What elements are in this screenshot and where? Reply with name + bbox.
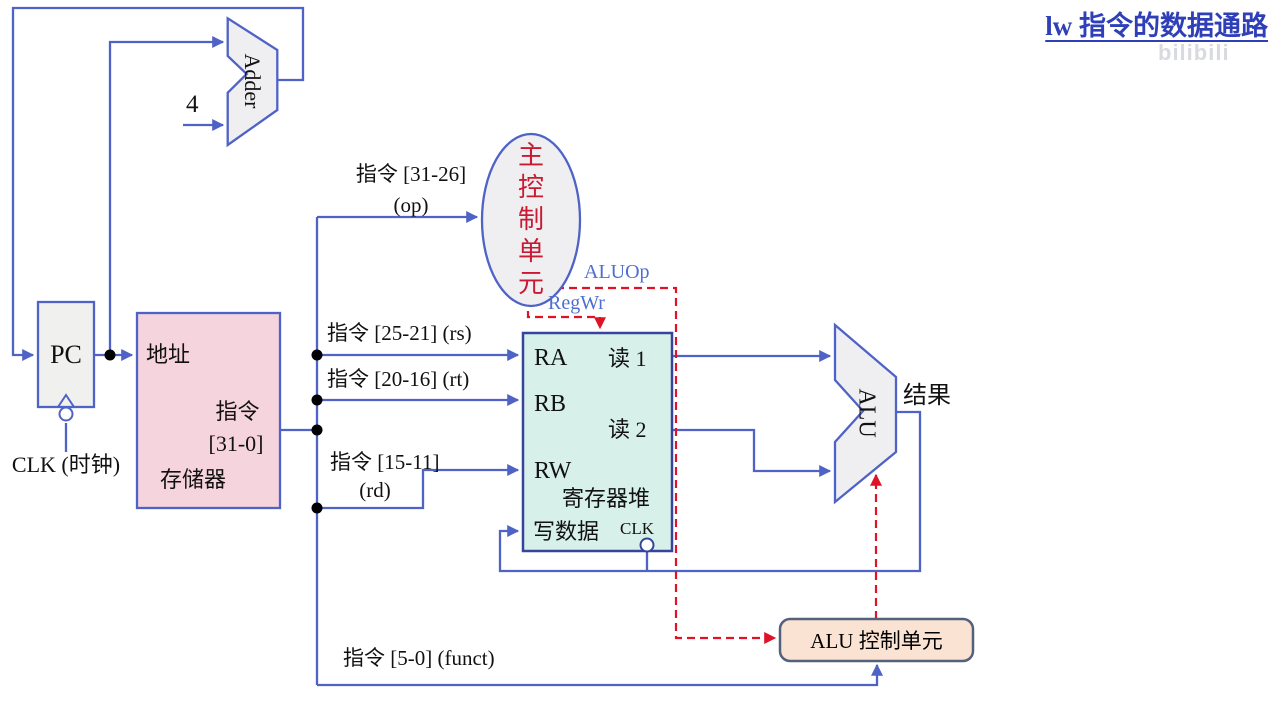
junction-dot	[311, 349, 323, 361]
wire-pc-to-adder	[108, 36, 225, 355]
pc-clk-label: CLK (时钟)	[11, 452, 121, 477]
wire-regwr-signal	[526, 298, 606, 330]
wire-result-writeback	[498, 410, 922, 573]
field-op-label-2: (op)	[393, 193, 429, 217]
junction-dot	[311, 394, 323, 406]
pc-label: PC	[50, 340, 82, 369]
wire-read2-to-alu	[672, 428, 832, 477]
alu-label: ALU	[853, 388, 880, 438]
field-rd-label-1: 指令 [15-11]	[330, 450, 440, 474]
register-file-box	[521, 331, 674, 553]
field-rt-label: 指令 [20-16] (rt)	[327, 367, 470, 391]
regfile-read2-label: 读 2	[608, 417, 647, 442]
regfile-port-rb: RB	[534, 391, 567, 417]
alu-control-box	[778, 617, 975, 663]
regfile-clk-label: CLK	[620, 519, 654, 538]
adder-label: Adder	[240, 53, 266, 109]
regfile-port-ra: RA	[534, 345, 568, 371]
junction-dot	[104, 349, 116, 361]
regfile-clock-bubble-icon	[639, 537, 655, 553]
memory-port-address: 地址	[146, 342, 191, 367]
signal-regwr-label: RegWr	[548, 292, 605, 314]
junction-dot	[311, 424, 323, 436]
regfile-write-data-label: 写数据	[533, 519, 600, 544]
bilibili-watermark: bilibili	[1158, 40, 1230, 65]
wire-rd-to-rw	[317, 464, 520, 510]
memory-output-label-2: [31-0]	[208, 431, 264, 456]
pc-clock-bubble-icon	[58, 406, 74, 422]
field-funct-label: 指令 [5-0] (funct)	[343, 646, 495, 670]
alu-control-label: ALU 控制单元	[810, 629, 943, 653]
wire-pc-plus4-loop	[11, 6, 305, 361]
main-control-oval	[480, 132, 582, 308]
memory-box	[135, 311, 282, 510]
wire-aluop-signal	[556, 286, 777, 644]
regfile-port-rw: RW	[534, 458, 572, 484]
junction-dot	[311, 502, 323, 514]
adder-shape	[226, 16, 279, 148]
main-control-label: 主控制单元	[517, 141, 544, 298]
alu-shape	[833, 322, 898, 505]
page-title: lw 指令的数据通路	[1045, 11, 1268, 41]
regfile-read1-label: 读 1	[608, 346, 647, 371]
regfile-name: 寄存器堆	[562, 486, 651, 511]
signal-aluop-label: ALUOp	[584, 261, 650, 283]
wire-funct-to-alucontrol	[317, 663, 883, 687]
field-rs-label: 指令 [25-21] (rs)	[327, 321, 472, 345]
field-rd-label-2: (rd)	[359, 478, 391, 502]
memory-name: 存储器	[160, 467, 227, 492]
alu-result-label: 结果	[903, 383, 951, 409]
memory-output-label-1: 指令	[215, 399, 260, 424]
pc-clock-wedge-icon	[57, 393, 75, 408]
field-op-label-1: 指令 [31-26]	[355, 162, 467, 186]
adder-increment-value: 4	[186, 91, 199, 118]
